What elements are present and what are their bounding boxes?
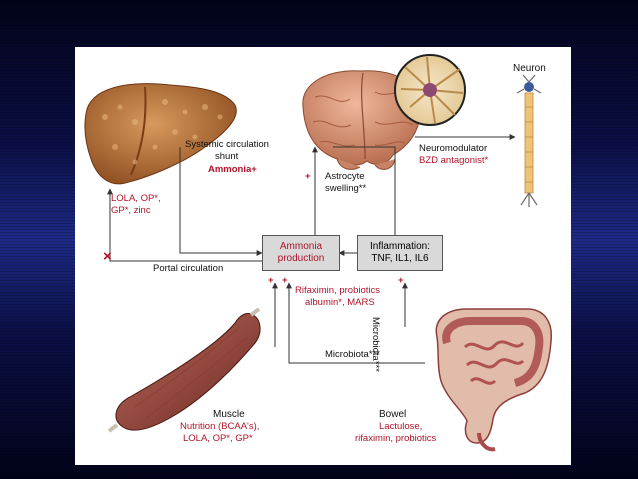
rifaximin-line1: Rifaximin, probiotics <box>295 285 380 296</box>
neuron-illustration <box>516 74 542 207</box>
plus-muscle: + <box>268 275 274 286</box>
shunt-line1: Systemic circulation <box>185 139 269 150</box>
liver-treatment-line2: GP*, zinc <box>111 205 151 216</box>
bowel-illustration <box>435 308 553 452</box>
muscle-treatment-line1: Nutrition (BCAA's), <box>180 421 260 432</box>
plus-astrocyte: + <box>305 171 311 182</box>
astrocyte-line2: swelling** <box>325 183 367 194</box>
bowel-label: Bowel <box>379 409 407 420</box>
neuron-label: Neuron <box>513 63 546 74</box>
muscle-illustration <box>107 307 261 433</box>
ammonia-production-box: Ammonia production <box>262 235 340 271</box>
liver-illustration <box>84 83 237 185</box>
portal-circulation-label: Portal circulation <box>153 263 224 274</box>
ammonia-box-line2: production <box>277 253 325 264</box>
ammonia-box-line1: Ammonia <box>279 241 323 252</box>
inflammation-box: Inflammation: TNF, IL1, IL6 <box>357 235 443 271</box>
bzd-label: BZD antagonist* <box>419 155 489 166</box>
diagram-panel: Ammonia production Inflammation: TNF, IL… <box>75 47 571 465</box>
microbiota-horizontal-label: Microbiota*** <box>325 349 380 360</box>
astrocyte-line1: Astrocyte <box>325 171 365 182</box>
ammonia-plus-label: Ammonia+ <box>208 164 257 175</box>
arrows <box>107 134 516 364</box>
line-inflammation-up <box>333 146 396 241</box>
plus-bowel: + <box>398 275 404 286</box>
rifaximin-line2: albumin*, MARS <box>305 297 375 308</box>
line-shunt <box>179 147 262 254</box>
shunt-line2: shunt <box>215 151 239 162</box>
bowel-treatment-line2: rifaximin, probiotics <box>355 433 437 444</box>
arrow-portal-to-liver <box>107 188 262 262</box>
bowel-treatment-line1: Lactulose, <box>379 421 423 432</box>
plus-microbiota: + <box>282 275 288 286</box>
inflammation-box-line2: TNF, IL1, IL6 <box>371 253 429 264</box>
muscle-label: Muscle <box>213 409 245 420</box>
brain-illustration <box>302 70 421 170</box>
diagram-graphics <box>84 54 553 452</box>
astrocyte-illustration <box>394 54 466 126</box>
microbiota-vertical-label: Microbiota*** <box>370 317 381 372</box>
cross-mark: × <box>103 248 112 265</box>
liver-treatment-line1: LOLA, OP*, <box>111 193 161 204</box>
arrow-microbiota <box>286 282 425 364</box>
neuromodulator-label: Neuromodulator <box>419 143 488 154</box>
muscle-treatment-line2: LOLA, OP*, GP* <box>183 433 253 444</box>
inflammation-box-line1: Inflammation: <box>369 241 431 252</box>
